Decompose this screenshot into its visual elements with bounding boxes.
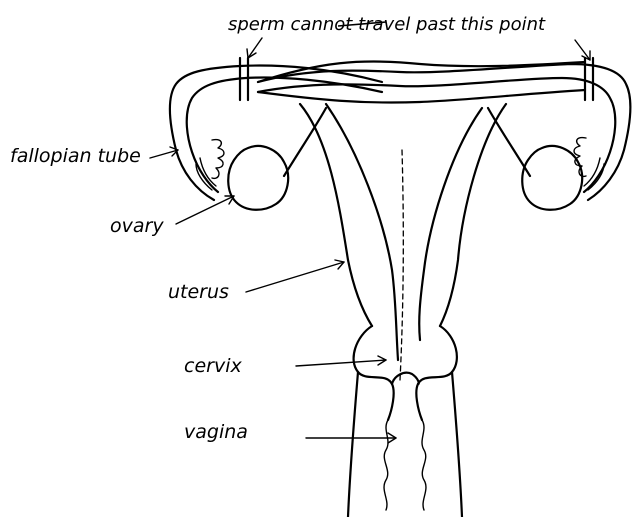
fallopian-tube-label: fallopian tube bbox=[10, 145, 141, 167]
left-fimbriae bbox=[212, 140, 224, 179]
left-ovary bbox=[228, 146, 288, 210]
top-note-label: sperm cannot travel past this point bbox=[228, 14, 546, 35]
vagina bbox=[348, 372, 462, 517]
right-ligament bbox=[488, 108, 530, 176]
uterus-fundus-bottom bbox=[258, 90, 585, 103]
ovary-arrow bbox=[176, 196, 234, 224]
vagina-label: vagina bbox=[184, 421, 248, 443]
right-ovary bbox=[522, 146, 582, 210]
left-ligament bbox=[284, 108, 326, 176]
cervix-label: cervix bbox=[184, 355, 242, 377]
left-fallopian-tube bbox=[170, 58, 382, 200]
top-arrow-left bbox=[248, 38, 262, 58]
cervix-arrow bbox=[296, 360, 386, 366]
cervix bbox=[354, 326, 457, 420]
ovary-label: ovary bbox=[110, 215, 164, 237]
uterus-arrow bbox=[246, 262, 344, 292]
uterus-label: uterus bbox=[168, 281, 229, 303]
uterus-body bbox=[300, 104, 506, 380]
